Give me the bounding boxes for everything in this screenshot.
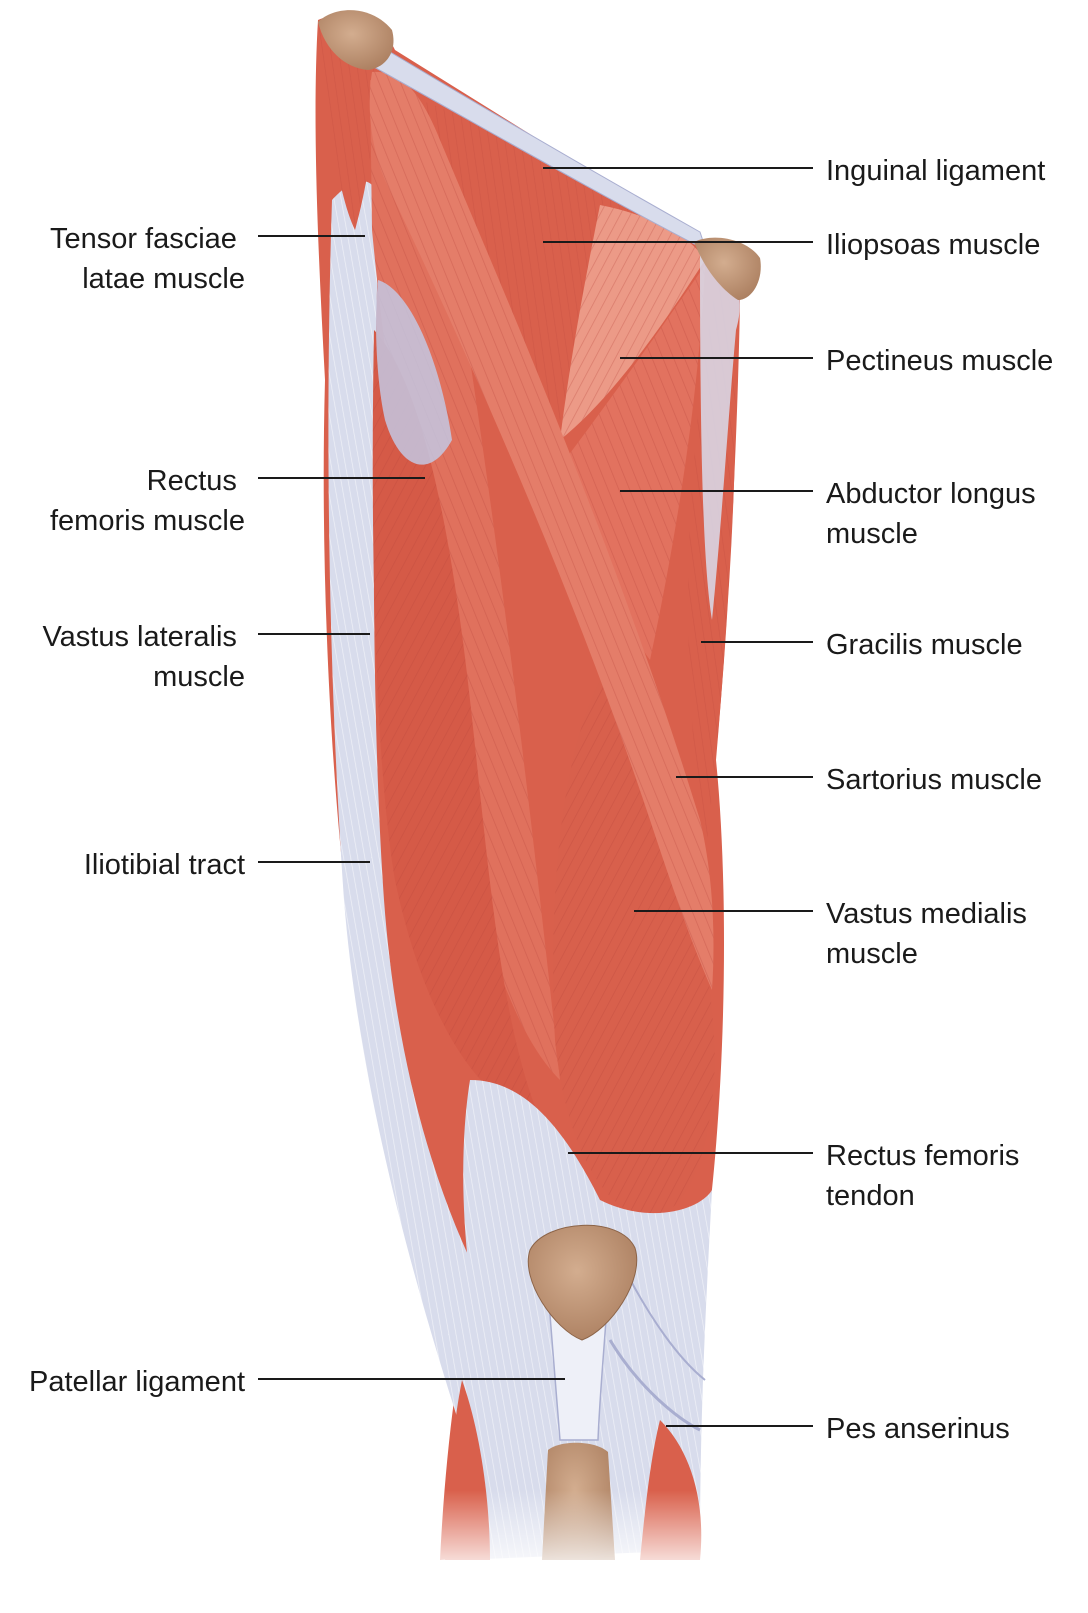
label-rectus-femoris-tendon: Rectus femoris tendon: [826, 1140, 1027, 1212]
label-vastus-lateralis: Vastus lateralis muscle: [42, 621, 245, 693]
rectus-femoris-upper-tendon: [376, 280, 452, 465]
label-pectineus: Pectineus muscle: [826, 345, 1053, 377]
label-rectus-femoris: Rectus femoris muscle: [50, 465, 245, 537]
label-patellar-ligament: Patellar ligament: [29, 1366, 245, 1398]
label-pes-anserinus: Pes anserinus: [826, 1413, 1010, 1445]
label-iliopsoas: Iliopsoas muscle: [826, 229, 1040, 261]
pubic-bone: [694, 237, 761, 300]
medial-fascia-band: [700, 245, 740, 620]
labels-layer: Tensor fasciae latae muscle Rectus femor…: [29, 155, 1053, 1445]
patella-bone: [527, 1224, 638, 1341]
label-vastus-medialis: Vastus medialis muscle: [826, 898, 1035, 970]
label-inguinal-ligament: Inguinal ligament: [826, 155, 1045, 187]
label-tensor-fasciae-latae: Tensor fasciae latae muscle: [50, 223, 245, 295]
label-abductor-longus: Abductor longus muscle: [826, 478, 1044, 550]
iliac-crest-bone: [318, 10, 394, 71]
label-sartorius: Sartorius muscle: [826, 764, 1042, 796]
label-gracilis: Gracilis muscle: [826, 629, 1023, 661]
label-iliotibial-tract: Iliotibial tract: [84, 849, 245, 881]
bottom-fade: [420, 1490, 740, 1580]
